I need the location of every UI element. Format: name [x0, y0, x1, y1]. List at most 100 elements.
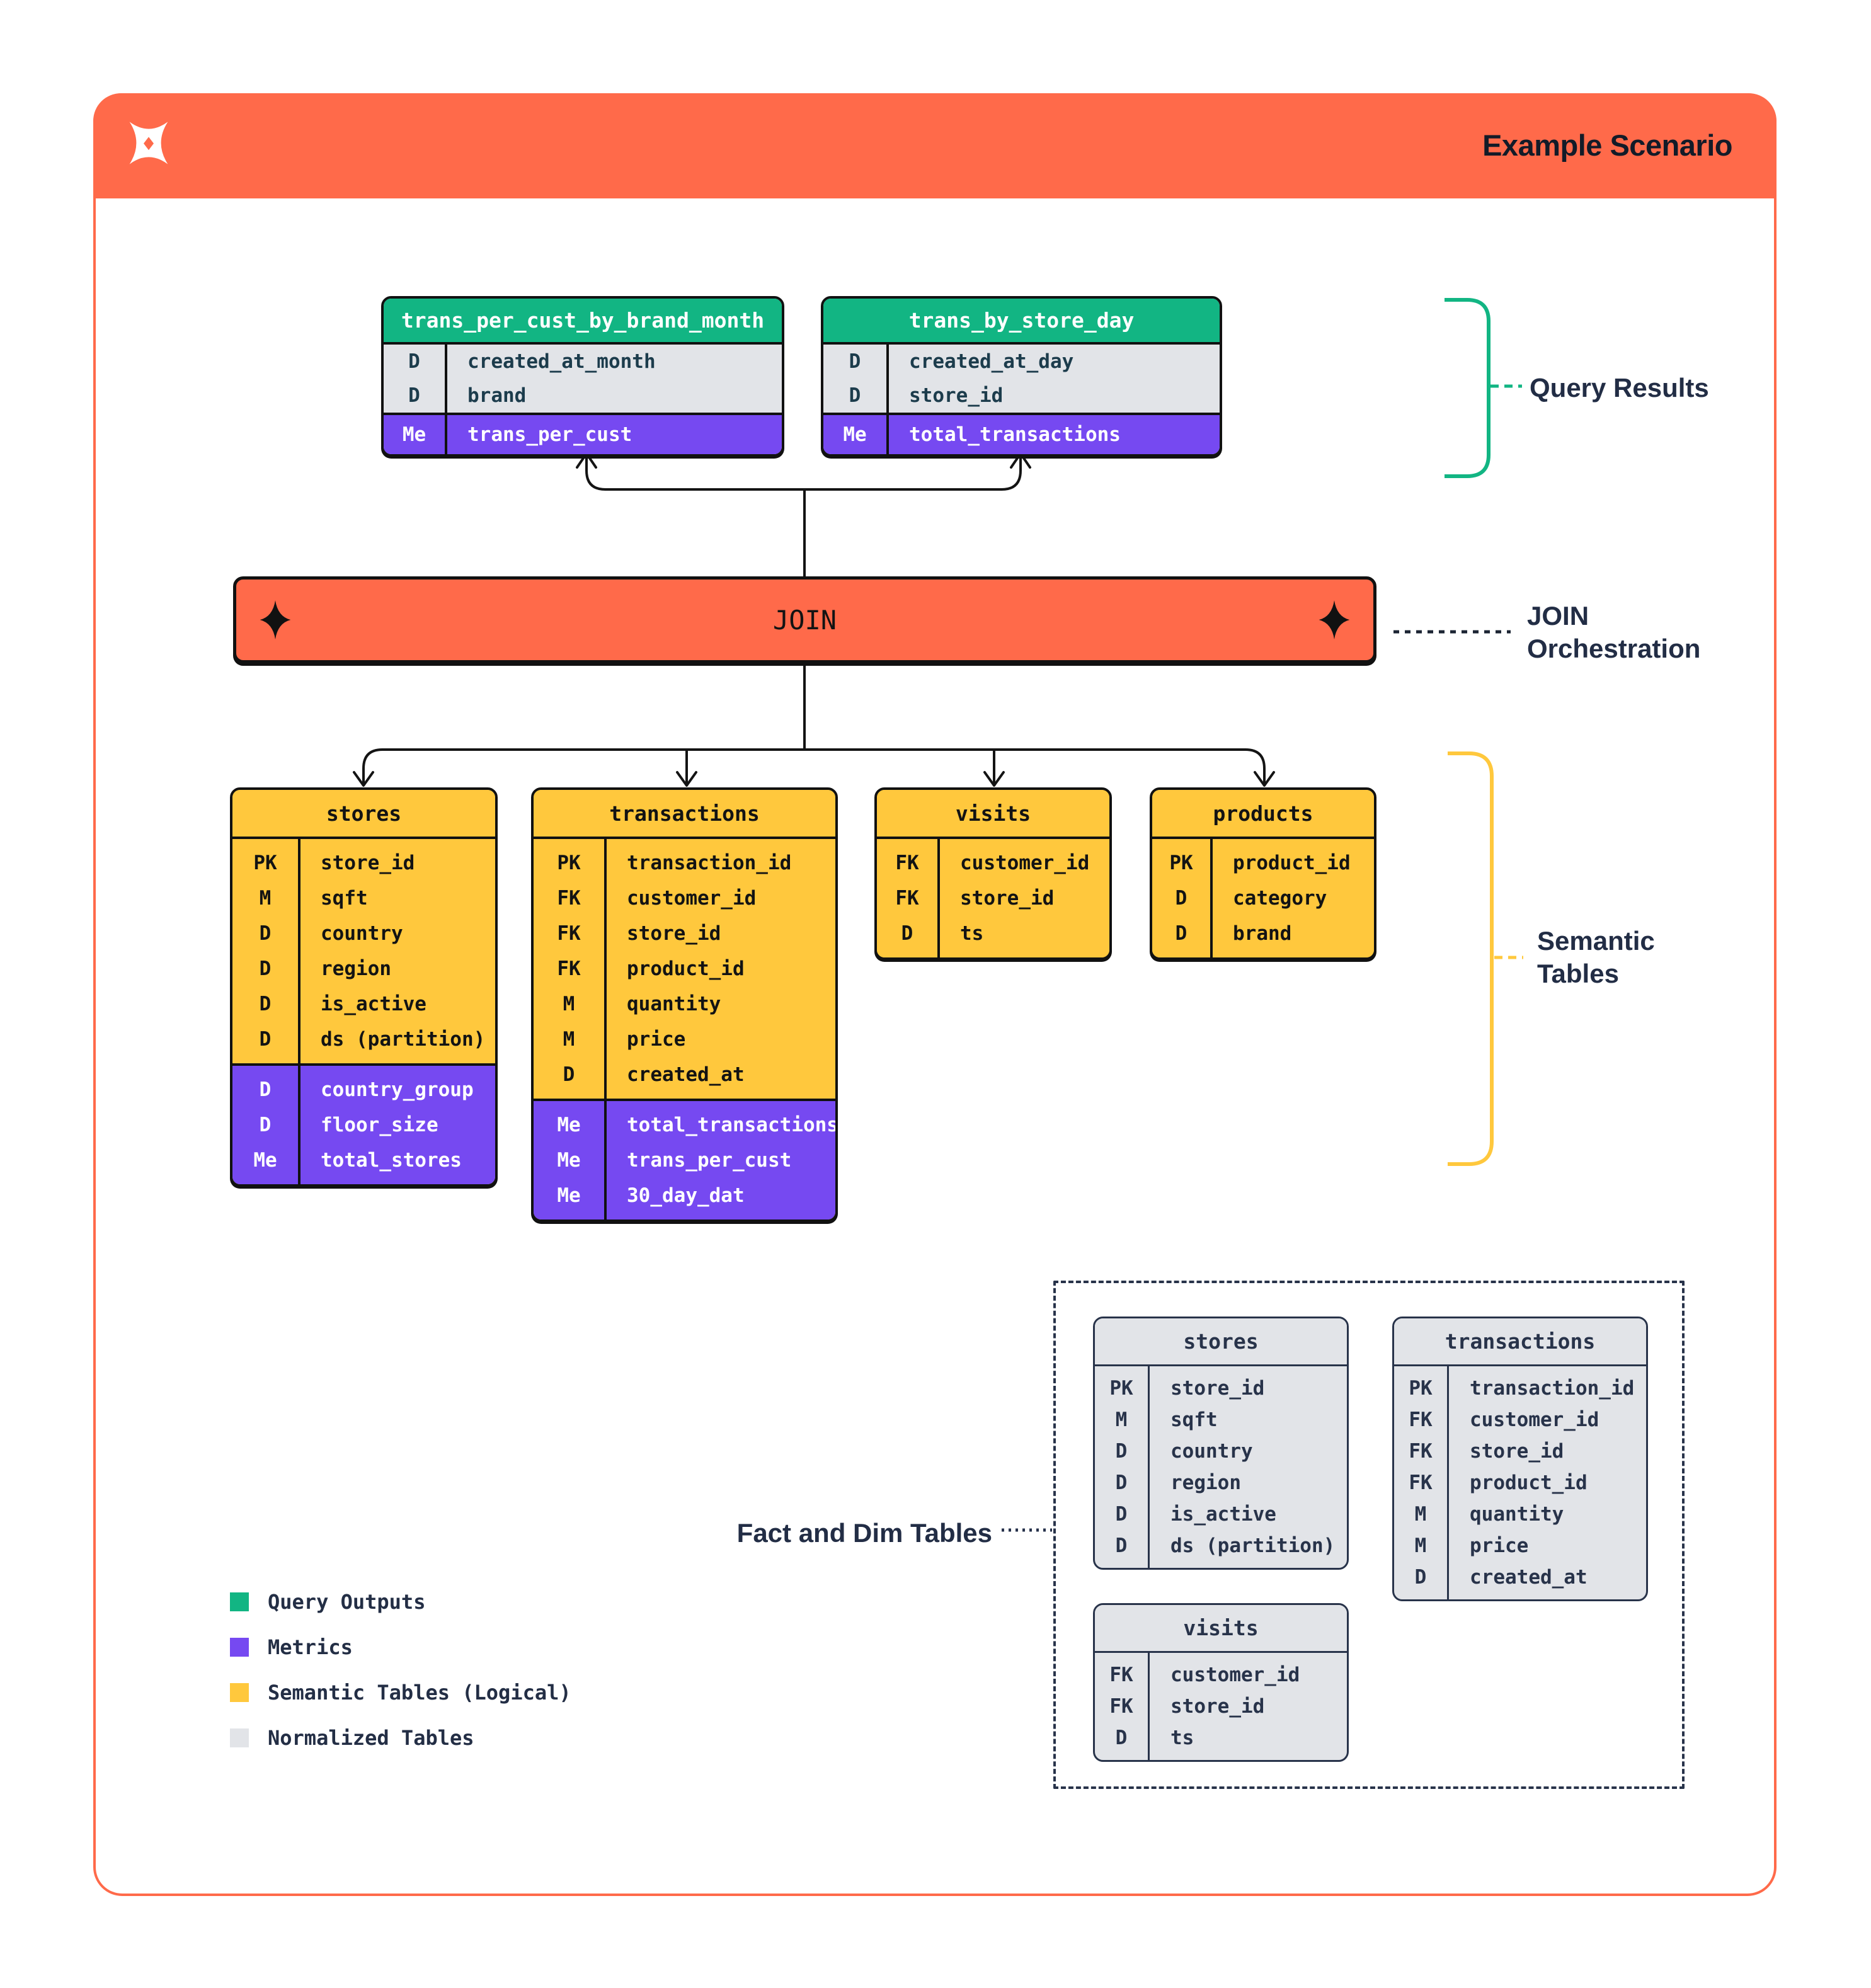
column-name: created_at_day [909, 350, 1074, 373]
semantic-tables-label: Semantic Tables [1537, 926, 1655, 988]
column-key: FK [895, 887, 919, 910]
column-key: D [408, 384, 420, 407]
table-title: products [1152, 790, 1374, 839]
column-name: product_id [627, 957, 745, 980]
column-key: D [563, 1063, 575, 1086]
normalized-tables-swatch-icon [230, 1728, 249, 1747]
column-key: PK [557, 852, 581, 874]
column-key: FK [557, 922, 581, 945]
column-name: floor_size [321, 1114, 438, 1136]
column-name: trans_per_cust [467, 423, 632, 446]
column-key: D [259, 1078, 272, 1101]
table-title: trans_per_cust_by_brand_month [384, 299, 782, 345]
column-name: total_transactions [627, 1114, 838, 1136]
column-name: customer_id [1470, 1408, 1599, 1431]
column-name: ts [1170, 1727, 1194, 1749]
table-title: transactions [1394, 1318, 1646, 1366]
legend-item-normalized-tables: Normalized Tables [230, 1726, 571, 1750]
column-key: M [1414, 1503, 1427, 1526]
page-title: Example Scenario [1482, 129, 1732, 162]
column-name: created_at_month [467, 350, 656, 373]
query-results-dashes [1491, 384, 1522, 388]
column-key: D [1115, 1503, 1128, 1526]
normalized-tables-group-box [1053, 1281, 1685, 1789]
fact-dim-tables-label: Fact and Dim Tables [736, 1518, 992, 1548]
column-key: FK [1109, 1664, 1133, 1686]
column-name: country [1170, 1440, 1253, 1463]
column-name: 30_day_dat [627, 1184, 745, 1207]
column-name: quantity [627, 993, 721, 1015]
semantic-tables-dashes [1494, 956, 1523, 959]
column-name: sqft [321, 887, 368, 910]
column-name: store_id [321, 852, 415, 874]
app-logo-icon [129, 122, 168, 164]
column-key: Me [253, 1149, 277, 1172]
column-name: sqft [1170, 1408, 1218, 1431]
column-name: store_id [1170, 1377, 1265, 1400]
column-key: M [563, 1028, 575, 1051]
table-title: visits [1095, 1605, 1347, 1653]
column-name: store_id [1170, 1695, 1265, 1718]
column-key: D [1414, 1566, 1427, 1589]
column-name: product_id [1233, 852, 1351, 874]
fact-dim-dashes [1002, 1528, 1052, 1532]
column-key: FK [1409, 1471, 1433, 1494]
table-row: FK store_id [1095, 1691, 1347, 1722]
column-name: store_id [1470, 1440, 1564, 1463]
column-key: Me [557, 1149, 581, 1172]
column-key: FK [557, 887, 581, 910]
legend-item-semantic-tables: Semantic Tables (Logical) [230, 1681, 571, 1705]
table-row: Me trans_per_cust [534, 1143, 835, 1178]
column-name: brand [467, 384, 527, 407]
join-orchestration-dashes [1393, 630, 1511, 634]
column-key: D [259, 922, 272, 945]
column-name: price [627, 1028, 686, 1051]
column-key: D [1115, 1471, 1128, 1494]
column-key: D [259, 1028, 272, 1051]
join-orchestration-label: JOIN Orchestration [1527, 601, 1701, 663]
column-name: ds (partition) [1170, 1534, 1336, 1557]
column-key: M [1414, 1534, 1427, 1557]
column-key: M [563, 993, 575, 1015]
column-key: D [1175, 922, 1187, 945]
table-title: stores [1095, 1318, 1347, 1366]
column-name: region [321, 957, 391, 980]
column-name: brand [1233, 922, 1292, 945]
query-outputs-swatch-icon [230, 1592, 249, 1611]
column-key: FK [1109, 1695, 1133, 1718]
legend-label: Semantic Tables (Logical) [268, 1681, 571, 1705]
legend-item-metrics: Metrics [230, 1635, 571, 1659]
column-name: trans_per_cust [627, 1149, 792, 1172]
